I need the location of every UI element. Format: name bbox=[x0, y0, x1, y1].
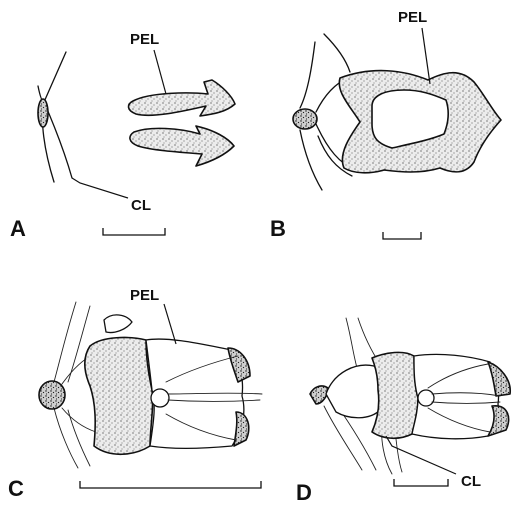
panel-a-cl-label: CL bbox=[131, 197, 151, 214]
panel-b-pelvic-plate bbox=[339, 71, 501, 173]
panel-a-pel-label: PEL bbox=[130, 31, 159, 48]
panel-c-scale-bar bbox=[80, 481, 261, 488]
panel-a-pelvic-element-upper bbox=[128, 80, 235, 116]
panel-c: PEL C bbox=[8, 287, 262, 501]
panel-d-pelvic-bone bbox=[372, 352, 418, 438]
panel-c-pel-leader bbox=[164, 304, 176, 344]
panel-c-girdle-line-3 bbox=[54, 408, 78, 468]
panel-a-small-element bbox=[38, 99, 48, 127]
panel-a-pel-leader bbox=[154, 50, 166, 94]
panel-b-pel-leader bbox=[422, 28, 430, 84]
panel-d-small-ossicle bbox=[418, 390, 434, 406]
panel-d-letter: D bbox=[296, 480, 312, 505]
panel-b-letter: B bbox=[270, 216, 286, 241]
panel-c-right-cap-lower bbox=[234, 412, 249, 446]
panel-c-girdle-line-4 bbox=[68, 410, 90, 466]
panel-c-pel-label: PEL bbox=[130, 287, 159, 304]
panel-c-small-ossicle bbox=[151, 389, 169, 407]
panel-a-letter: A bbox=[10, 216, 26, 241]
panel-d-small-element bbox=[310, 386, 328, 404]
panel-c-girdle-line-1 bbox=[54, 302, 76, 382]
panel-b-pel-label: PEL bbox=[398, 9, 427, 26]
panel-d-round-element bbox=[326, 365, 382, 418]
panel-b: PEL B bbox=[270, 9, 501, 241]
panel-d-scale-bar bbox=[394, 479, 448, 486]
panel-c-small-element bbox=[39, 381, 65, 409]
panel-b-girdle-line-2 bbox=[300, 42, 315, 108]
panel-d-cl-label: CL bbox=[461, 473, 481, 490]
panel-a: PEL CL A bbox=[10, 31, 235, 241]
panel-a-pelvic-element-lower bbox=[130, 126, 234, 166]
panel-a-scale-bar bbox=[103, 228, 165, 235]
panel-a-cl-leader bbox=[72, 178, 128, 198]
panel-a-girdle-line-upper bbox=[44, 52, 66, 102]
panel-c-upper-nub bbox=[104, 315, 132, 333]
panel-b-girdle-line-1 bbox=[324, 34, 350, 72]
panel-c-pelvic-bone bbox=[85, 338, 153, 455]
panel-c-letter: C bbox=[8, 476, 24, 501]
panel-d: CL D bbox=[296, 318, 510, 505]
panel-c-cross-line-lower bbox=[62, 408, 96, 432]
panel-b-small-element bbox=[293, 109, 317, 129]
panel-b-scale-bar bbox=[383, 232, 421, 239]
